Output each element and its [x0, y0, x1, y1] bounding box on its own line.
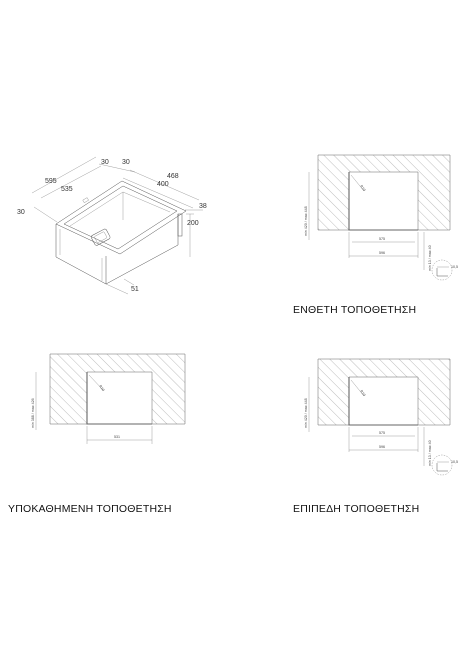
- radius-label: R10: [359, 389, 366, 397]
- sink-isometric: 30 30 595 535 468 400 30 38 200 51: [17, 156, 207, 295]
- countertop-section: [49, 353, 186, 425]
- cabinet-height-label: min 420 / max 448: [304, 206, 308, 236]
- detail-circle: [431, 454, 453, 476]
- dim-38: 38: [199, 203, 207, 210]
- sink-outer-rim: [55, 180, 187, 255]
- overflow-icon: [82, 197, 89, 203]
- flush-caption: ΕΠΙΠΕΔΗ ΤΟΠΟΘΕΤΗΣΗ: [293, 503, 419, 515]
- sink-front-panel: [55, 224, 107, 285]
- sink-cutout-outline: [348, 172, 418, 231]
- dim-51: 51: [131, 286, 139, 293]
- undermount-caption: ΥΠΟΚΑΘΗΜΕΝΗ ΤΟΠΟΘΕΤΗΣΗ: [8, 503, 172, 515]
- dim-30-top-left: 30: [101, 159, 109, 166]
- dim-200: 200: [187, 220, 199, 227]
- inset-caption: ΕΝΘΕΤΗ ΤΟΠΟΘΕΤΗΣΗ: [293, 304, 416, 316]
- detail-dim-label: 10,5: [451, 460, 458, 464]
- sink-cutout-outline: [86, 372, 152, 425]
- dim-468: 468: [167, 173, 179, 180]
- dim-595: 595: [45, 178, 57, 185]
- sink-inner-rim: [63, 185, 178, 250]
- undermount-installation-diagram: R10 min 388 / max 426 531 ΥΠΟΚΑΘΗΜΕΝΗ ΤΟ…: [8, 353, 186, 515]
- cabinet-width-label: 596: [379, 445, 385, 449]
- side-thickness-label: min 13 / max 40: [428, 440, 432, 466]
- dim-535: 535: [61, 186, 73, 193]
- radius-label: R10: [98, 384, 105, 392]
- cabinet-width-label: 596: [379, 251, 385, 255]
- flush-installation-diagram: R10 min 420 / max 448 575 596 min 13 / m…: [293, 358, 458, 515]
- cabinet-height-label: min 388 / max 426: [31, 398, 35, 428]
- dim-400: 400: [157, 181, 169, 188]
- radius-label: R10: [359, 184, 366, 192]
- sink-cutout-outline: [348, 377, 418, 426]
- opening-width-label: 531: [114, 435, 120, 439]
- detail-circle: [431, 259, 453, 281]
- countertop-section: [317, 358, 451, 426]
- countertop-section: [317, 154, 451, 231]
- dim-30-top-right: 30: [122, 159, 130, 166]
- dim-30-left: 30: [17, 209, 25, 216]
- opening-width-label: 575: [379, 431, 385, 435]
- cabinet-height-label: min 420 / max 448: [304, 398, 308, 428]
- opening-width-label: 575: [379, 237, 385, 241]
- sink-side-panel: [105, 214, 179, 285]
- side-thickness-label: min 13 / max 40: [428, 245, 432, 271]
- drain-icon: [91, 228, 111, 246]
- inset-installation-diagram: R10 min 420 / max 448 575 596 min 13 / m…: [293, 154, 458, 316]
- detail-dim-label: 10,5: [451, 265, 458, 269]
